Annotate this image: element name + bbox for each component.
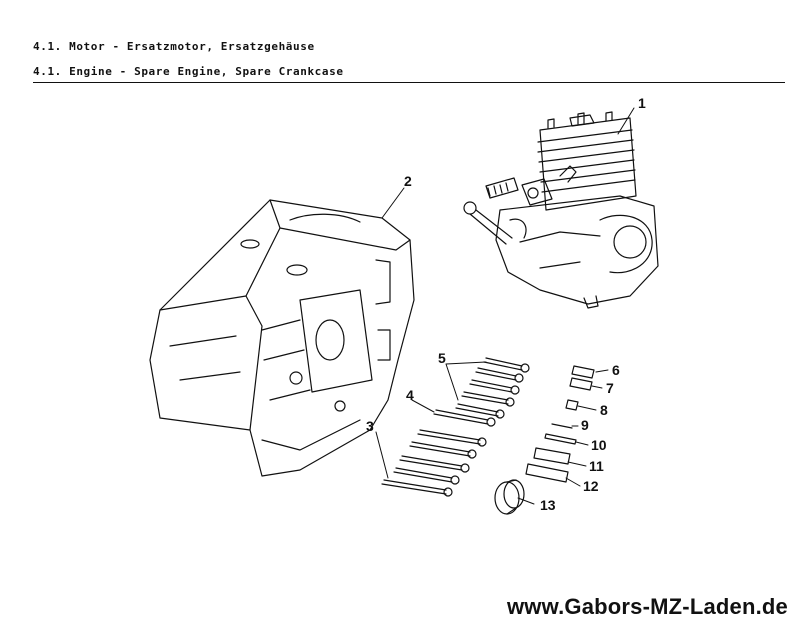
callout-2: 2 — [404, 173, 412, 189]
leader-lines — [375, 107, 635, 505]
header-rule — [33, 82, 785, 83]
studs-set-5 — [455, 357, 530, 419]
callout-8: 8 — [600, 402, 608, 418]
bolts-set-3 — [381, 429, 487, 497]
small-parts-drawing — [525, 365, 595, 483]
website-url: www.Gabors-MZ-Laden.de — [506, 594, 788, 619]
callout-9: 9 — [581, 417, 589, 433]
callout-6: 6 — [612, 362, 620, 378]
callout-3: 3 — [366, 418, 374, 434]
complete-engine-drawing — [463, 111, 659, 309]
callout-7: 7 — [606, 380, 614, 396]
header-title-german: 4.1. Motor - Ersatzmotor, Ersatzgehäuse — [33, 40, 315, 53]
callout-1: 1 — [638, 95, 646, 111]
callout-11: 11 — [589, 458, 604, 474]
crankcase-drawing — [149, 199, 415, 477]
sealing-ring-13 — [494, 479, 525, 515]
header-title-english: 4.1. Engine - Spare Engine, Spare Crankc… — [33, 65, 344, 78]
callout-5: 5 — [438, 350, 446, 366]
callout-4: 4 — [406, 387, 414, 403]
callout-13: 13 — [540, 497, 556, 513]
callout-12: 12 — [583, 478, 599, 494]
bolt-4 — [433, 409, 496, 427]
callout-10: 10 — [591, 437, 607, 453]
